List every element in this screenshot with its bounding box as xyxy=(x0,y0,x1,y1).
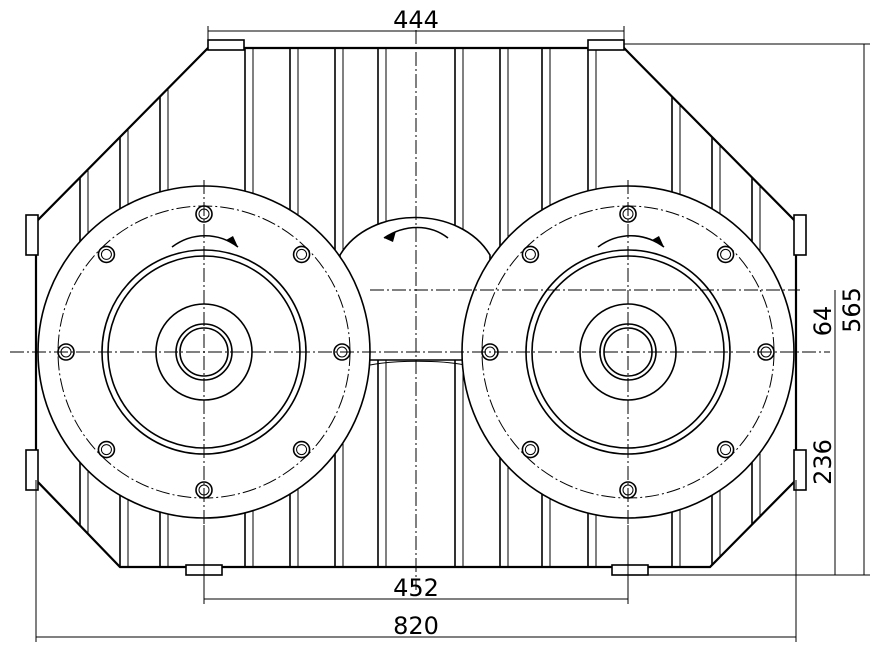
bolt-hole-inner xyxy=(296,248,308,260)
bolt-hole-inner xyxy=(100,444,112,456)
dimension-label-center-distance: 452 xyxy=(393,574,439,602)
dimension-axis-height: 236 xyxy=(750,352,842,576)
housing-outline xyxy=(34,46,798,569)
dimension-overall-width: 820 xyxy=(35,480,797,642)
bolt-hole xyxy=(521,440,540,459)
dimension-label-axis-height: 236 xyxy=(809,439,837,485)
bolt-hole-inner xyxy=(296,444,308,456)
dimension-label-overall-width: 820 xyxy=(393,612,439,640)
bolt-hole-inner xyxy=(720,444,732,456)
bolt-hole xyxy=(292,440,311,459)
bolt-hole-inner xyxy=(524,248,536,260)
bolt-hole-inner xyxy=(100,248,112,260)
bolt-hole xyxy=(716,245,735,264)
bolt-hole xyxy=(97,245,116,264)
bolt-hole xyxy=(97,440,116,459)
left-arrow-head xyxy=(226,236,238,247)
dimension-center-offset: 64 xyxy=(809,290,837,352)
center-arrow-head xyxy=(384,231,396,242)
center-saddle xyxy=(339,216,491,361)
shaft-bore xyxy=(179,327,229,377)
bolt-hole-inner xyxy=(524,444,536,456)
dimension-label-overall-height: 565 xyxy=(838,287,866,333)
bolt-hole xyxy=(292,245,311,264)
center-saddle-lower xyxy=(369,360,466,366)
bolt-hole-inner xyxy=(720,248,732,260)
bolt-hole xyxy=(716,440,735,459)
dimension-label-top-width: 444 xyxy=(393,6,439,34)
right-arrow-head xyxy=(652,236,664,247)
bolt-hole xyxy=(521,245,540,264)
dimension-top: 444 xyxy=(207,6,625,48)
dimension-center-distance: 452 xyxy=(203,525,629,604)
dimension-label-center-offset: 64 xyxy=(809,306,837,337)
rotation-arrows xyxy=(171,226,665,248)
center-lines xyxy=(10,30,830,590)
